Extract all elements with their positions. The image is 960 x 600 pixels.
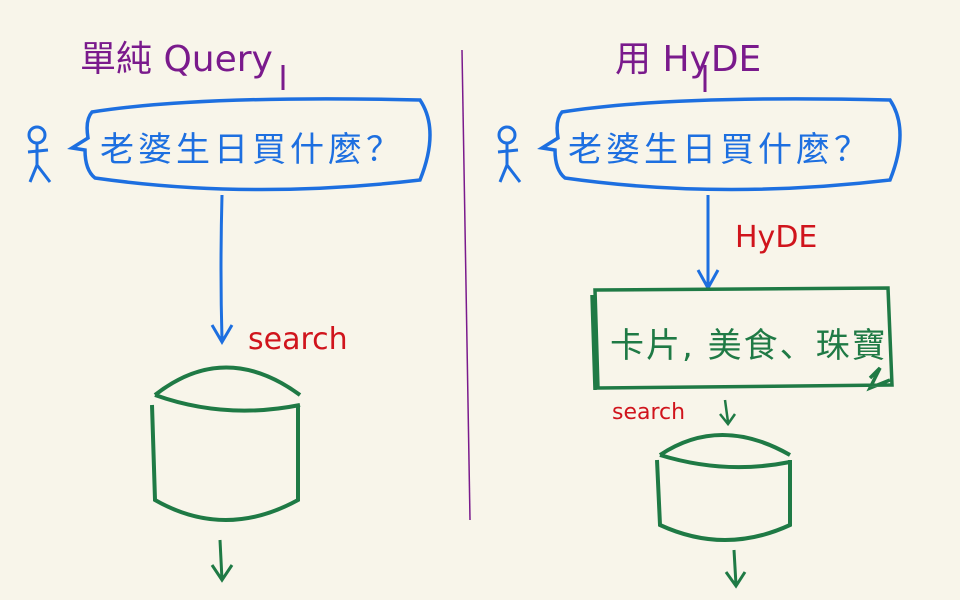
left-arrow-down <box>210 194 234 345</box>
left-output-arrow <box>210 539 234 583</box>
left-title: 單純 Query <box>80 39 273 80</box>
right-title: 用 HyDE <box>615 39 762 80</box>
right-search-label: search <box>612 400 686 425</box>
left-search-label: search <box>248 322 348 357</box>
right-database-icon <box>655 433 792 542</box>
right-output-arrow <box>724 549 747 589</box>
left-query-bubble <box>67 97 432 192</box>
panel-divider <box>461 49 471 521</box>
left-person-icon <box>27 125 52 183</box>
right-query-text: 老婆生日買什麼？ <box>568 130 872 170</box>
hypothetical-doc-box <box>590 286 894 392</box>
right-arrow-down <box>696 195 720 292</box>
hypothetical-doc-text: 卡片, 美食、珠寶 <box>610 326 888 366</box>
right-search-arrow <box>719 399 737 427</box>
left-database-icon <box>150 365 302 522</box>
left-query-text: 老婆生日買什麼？ <box>100 130 404 170</box>
right-query-bubble <box>537 97 902 192</box>
right-person-icon <box>497 125 522 183</box>
hyde-label: HyDE <box>735 220 818 255</box>
